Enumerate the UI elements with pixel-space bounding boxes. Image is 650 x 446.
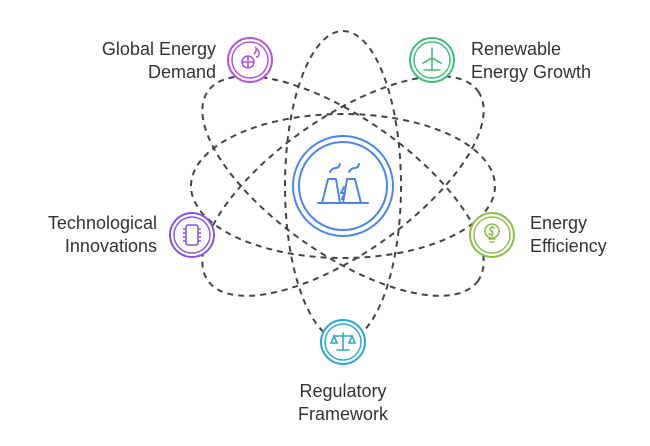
label-line: Technological (47, 213, 157, 233)
label-line: Energy (530, 213, 588, 233)
label-regulatory-framework: Regulatory Framework (263, 380, 423, 426)
label-line: Demand (147, 62, 216, 82)
label-line: Renewable (471, 39, 562, 59)
scales-icon (329, 332, 357, 351)
chip-icon (183, 224, 201, 246)
label-global-energy-demand: Global Energy Demand (60, 38, 216, 84)
label-line: Regulatory (299, 381, 387, 401)
orbit-vertical (284, 30, 402, 342)
node-regulatory-framework (320, 319, 366, 365)
wind-turbine-icon (422, 47, 442, 71)
label-line: Energy Growth (471, 62, 592, 82)
label-line: Global Energy (101, 39, 216, 59)
orbit-lines (190, 30, 496, 342)
label-line: Efficiency (530, 236, 607, 256)
label-energy-efficiency: Energy Efficiency (530, 212, 640, 258)
orbit-horizontal (190, 113, 496, 259)
label-technological-innovations: Technological Innovations (10, 212, 157, 258)
lightbulb-dollar-icon (484, 223, 500, 243)
node-technological-innovations (169, 212, 215, 258)
label-renewable-energy-growth: Renewable Energy Growth (471, 38, 641, 84)
power-plant-icon (317, 163, 369, 204)
center-node (292, 135, 394, 237)
node-renewable-energy-growth (409, 37, 455, 83)
orbit-diagonal-right (201, 75, 485, 297)
node-global-energy-demand (227, 37, 273, 83)
label-line: Framework (297, 404, 388, 424)
globe-flame-icon (241, 46, 260, 69)
node-energy-efficiency (469, 212, 515, 258)
label-line: Innovations (64, 236, 157, 256)
orbit-diagonal-left (201, 75, 485, 297)
